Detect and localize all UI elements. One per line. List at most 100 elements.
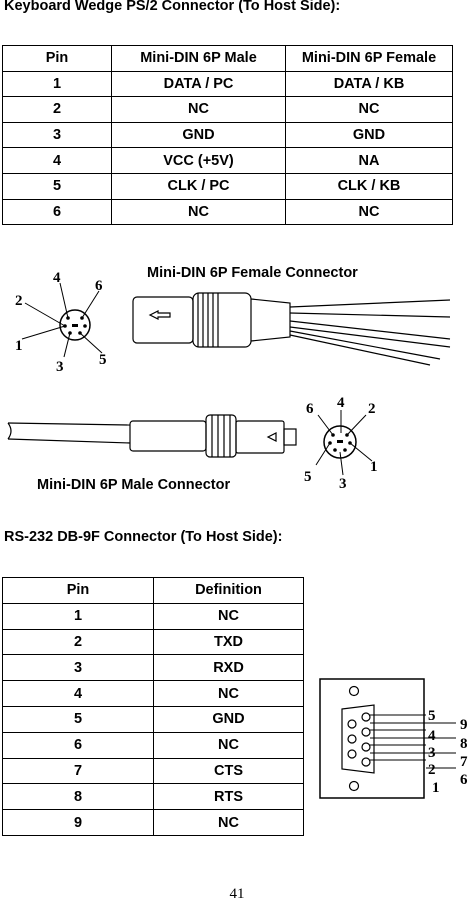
male-pin-label: 5 [304, 469, 312, 485]
table-cell: 4 [2, 147, 112, 174]
table-cell: NC [153, 731, 304, 759]
table-cell: 8 [2, 783, 154, 811]
db9-pin-label: 4 [428, 728, 436, 744]
female-pin-label: 4 [53, 270, 61, 286]
male-connector-diagram: Mini-DIN 6P Male Connector 6 4 2 5 1 3 [7, 395, 378, 493]
db9-pin-label: 9 [460, 717, 468, 733]
column-header: Pin [2, 577, 154, 604]
table-cell: 4 [2, 680, 154, 707]
table-cell: GND [111, 121, 286, 149]
table-cell: VCC (+5V) [111, 147, 286, 174]
table-cell: CTS [153, 757, 304, 785]
female-pin-label: 3 [56, 359, 64, 375]
table-cell: 5 [2, 705, 154, 733]
male-pin-face [323, 425, 357, 459]
db9-pin-label: 5 [428, 708, 436, 724]
male-connector-label: Mini-DIN 6P Male Connector [37, 477, 230, 493]
db9-pins [347, 712, 371, 767]
ps2-heading: Keyboard Wedge PS/2 Connector (To Host S… [4, 0, 341, 14]
column-header: Pin [2, 45, 112, 72]
db9-pin-label: 2 [428, 762, 436, 778]
db9-leader-lines [370, 714, 456, 769]
male-connector-body [7, 414, 297, 458]
column-header: Mini-DIN 6P Female [285, 45, 453, 72]
female-pin-holes [63, 316, 87, 335]
male-pin-leader-lines [315, 410, 373, 476]
table-cell: 1 [2, 70, 112, 98]
table-cell: 3 [2, 121, 112, 149]
db9-connector-diagram: 5 4 3 2 1 9 8 7 6 [319, 678, 468, 799]
male-pin-label: 4 [337, 395, 345, 411]
table-cell: 5 [2, 172, 112, 200]
column-header: Definition [153, 577, 304, 604]
db9-pin-label: 7 [460, 754, 468, 770]
table-cell: NC [153, 680, 304, 707]
table-cell: NC [111, 198, 286, 226]
table-cell: 1 [2, 602, 154, 630]
female-pin-label: 2 [15, 293, 23, 309]
female-pin-leader-lines [21, 282, 103, 358]
table-header-row: Pin Definition [2, 577, 304, 604]
female-connector-label: Mini-DIN 6P Female Connector [147, 265, 358, 281]
table-cell: DATA / KB [285, 70, 453, 98]
female-connector-body [132, 292, 451, 366]
page-number: 41 [229, 886, 245, 902]
table-cell: NC [285, 96, 453, 123]
table-cell: 6 [2, 198, 112, 226]
rs232-heading: RS-232 DB-9F Connector (To Host Side): [4, 529, 283, 545]
table-cell: NC [285, 198, 453, 226]
male-pin-label: 1 [370, 459, 378, 475]
table-cell: NC [111, 96, 286, 123]
male-pin-label: 3 [339, 476, 347, 492]
db9-pin-label: 3 [428, 745, 436, 761]
male-pins [328, 433, 352, 452]
table-cell: NC [153, 602, 304, 630]
table-cell: 6 [2, 731, 154, 759]
mounting-hole [348, 685, 360, 697]
column-header: Mini-DIN 6P Male [111, 45, 286, 72]
table-cell: CLK / PC [111, 172, 286, 200]
mounting-hole [348, 780, 360, 792]
table-cell: RXD [153, 654, 304, 682]
table-cell: 2 [2, 96, 112, 123]
female-pin-label: 5 [99, 352, 107, 368]
db9-shell [341, 704, 375, 774]
female-pin-label: 1 [15, 338, 23, 354]
table-cell: GND [285, 121, 453, 149]
ps2-pin-table: Pin Mini-DIN 6P Male Mini-DIN 6P Female … [2, 45, 453, 226]
table-cell: 2 [2, 628, 154, 656]
table-header-row: Pin Mini-DIN 6P Male Mini-DIN 6P Female [2, 45, 453, 72]
table-cell: RTS [153, 783, 304, 811]
female-connector-diagram: Mini-DIN 6P Female Connector 4 6 2 1 3 5 [15, 265, 451, 375]
male-pin-label: 2 [368, 401, 376, 417]
male-pin-label: 6 [306, 401, 314, 417]
female-pin-label: 6 [95, 278, 103, 294]
female-pin-face [59, 309, 91, 341]
table-cell: TXD [153, 628, 304, 656]
table-cell: 3 [2, 654, 154, 682]
db9-pin-label: 8 [460, 736, 468, 752]
db9-pin-label: 1 [432, 780, 440, 796]
db9-pin-label: 6 [460, 772, 468, 788]
table-cell: CLK / KB [285, 172, 453, 200]
table-cell: NC [153, 809, 304, 836]
table-cell: 7 [2, 757, 154, 785]
table-cell: 9 [2, 809, 154, 836]
table-cell: DATA / PC [111, 70, 286, 98]
